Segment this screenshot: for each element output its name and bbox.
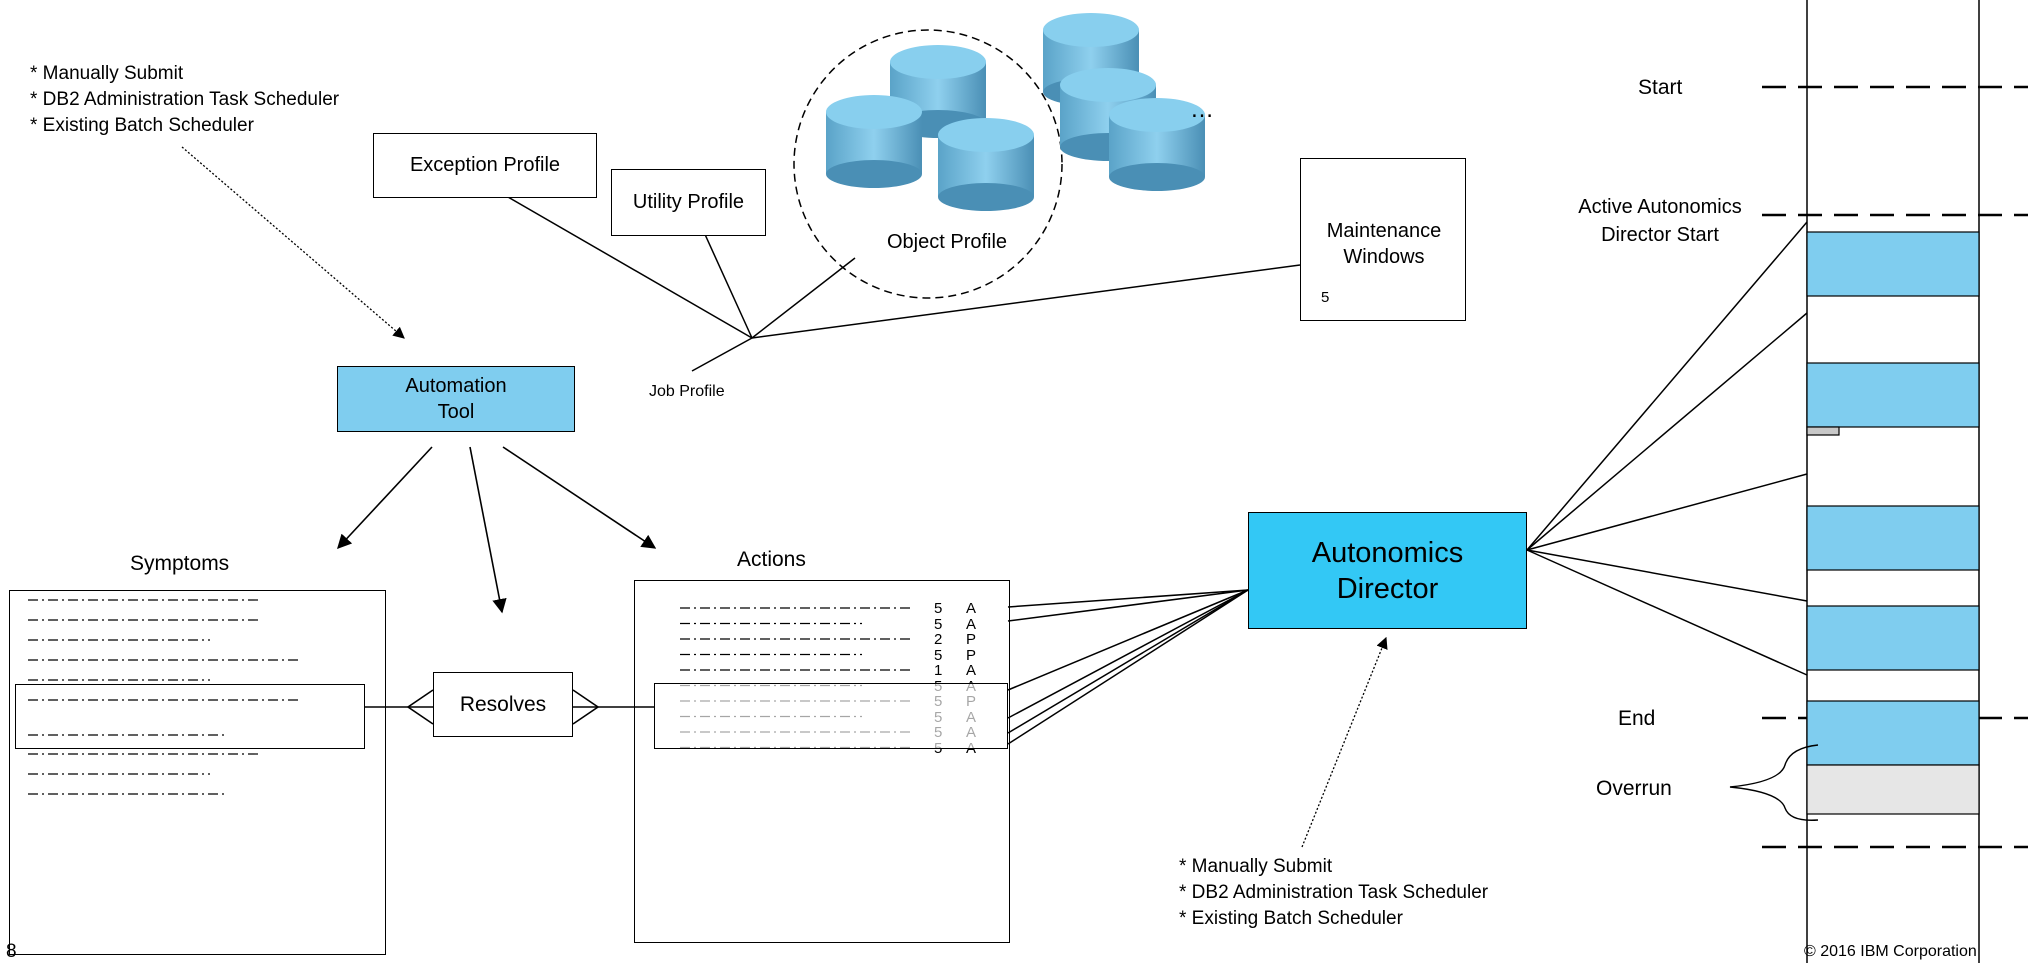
actions-box: 5A5A2P5P1A5A5P5A5A5A <box>634 580 1010 943</box>
timeline-overrun-label: Overrun <box>1596 777 1672 800</box>
source-to-director-arrow <box>1301 636 1388 848</box>
source-item: * DB2 Administration Task Scheduler <box>30 89 340 110</box>
copyright: © 2016 IBM Corporation <box>1804 943 1977 960</box>
object-profile-label: Object Profile <box>887 231 1008 253</box>
database-cylinders <box>826 13 1205 211</box>
timeline-start-label: Start <box>1638 76 1683 99</box>
automation-tool-label: Automation Tool <box>405 375 507 423</box>
symptom-highlight-row[interactable] <box>15 684 365 749</box>
resolves-box: Resolves <box>433 672 573 737</box>
action-code: A <box>966 662 977 679</box>
page-number: 8 <box>6 941 17 962</box>
source-item: * Manually Submit <box>1179 856 1333 877</box>
timeline-job-block <box>1806 362 1980 428</box>
job-profile-connectors <box>507 196 1301 372</box>
utility-profile-box: Utility Profile <box>611 169 766 236</box>
timeline-end-label: End <box>1618 707 1656 730</box>
source-item: * DB2 Administration Task Scheduler <box>1179 882 1489 903</box>
object-profile-circle <box>793 29 1063 299</box>
timeline-job-block <box>1806 505 1980 571</box>
action-priority: 5 <box>934 646 943 664</box>
symptom-lines <box>28 599 300 795</box>
automation-arrows <box>337 446 657 614</box>
overrun-brace <box>1729 744 1819 821</box>
bottom-source-list: * Manually Submit * DB2 Administration T… <box>1179 854 1488 932</box>
top-left-source-list: * Manually Submit * DB2 Administration T… <box>30 61 339 139</box>
timeline-overrun-block <box>1806 764 1980 815</box>
symptoms-box <box>9 590 386 955</box>
utility-profile-label: Utility Profile <box>632 191 745 213</box>
director-to-timeline-lines <box>1526 221 1808 676</box>
action-code: P <box>966 646 977 664</box>
automation-tool-box: Automation Tool <box>337 366 575 432</box>
action-priority: 2 <box>934 631 943 648</box>
resolves-label: Resolves <box>459 692 547 716</box>
autonomics-director-box: Autonomics Director <box>1248 512 1527 629</box>
maintenance-window-number: 5 <box>1321 289 1330 306</box>
timeline-job-block <box>1806 605 1980 671</box>
action-priority: 1 <box>934 662 943 679</box>
source-item: * Existing Batch Scheduler <box>30 115 254 136</box>
exception-profile-label: Exception Profile <box>409 154 561 176</box>
action-highlight-row[interactable] <box>654 683 1008 749</box>
maintenance-windows-label: Maintenance Windows <box>1326 220 1442 268</box>
action-priority: 5 <box>934 615 943 633</box>
resolves-connectors <box>365 689 655 725</box>
timeline-rails <box>1806 0 1980 963</box>
source-item: * Manually Submit <box>30 63 184 84</box>
action-code: P <box>966 631 977 648</box>
timeline-active-start-label: Active Autonomics Director Start <box>1578 196 1742 246</box>
object-profile-ellipsis: … <box>1190 96 1214 123</box>
cylinder-icon <box>1109 98 1205 191</box>
actions-title: Actions <box>737 548 806 571</box>
timeline-blocks <box>1806 231 1980 815</box>
actions-to-director-lines <box>1007 589 1249 745</box>
source-to-automation-arrow <box>181 146 405 339</box>
action-code: A <box>966 600 977 617</box>
action-priority: 5 <box>934 600 943 617</box>
symptoms-title: Symptoms <box>130 552 230 575</box>
timeline-job-block <box>1806 700 1980 766</box>
maintenance-windows-box: Maintenance Windows 5 <box>1300 158 1466 321</box>
cylinder-icon <box>938 118 1034 211</box>
exception-profile-box: Exception Profile <box>373 133 597 198</box>
timeline-small-block <box>1806 426 1840 436</box>
cylinder-icon <box>826 95 922 188</box>
action-code: A <box>966 615 977 633</box>
timeline-job-block <box>1806 231 1980 297</box>
autonomics-director-label: Autonomics Director <box>1311 536 1464 605</box>
source-item: * Existing Batch Scheduler <box>1179 908 1403 929</box>
job-profile-label: Job Profile <box>649 383 725 400</box>
timeline-markers <box>1762 85 2028 849</box>
